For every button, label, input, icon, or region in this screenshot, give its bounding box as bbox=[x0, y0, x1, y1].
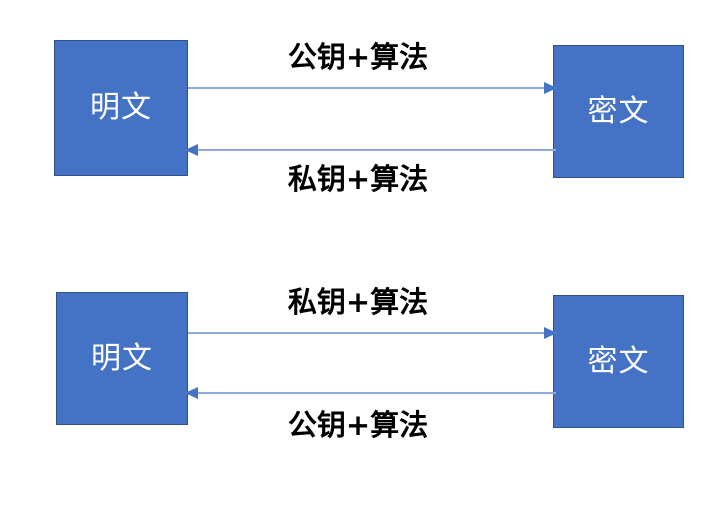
arrow-head-right-icon bbox=[544, 82, 557, 94]
arrow-verify-bottom[interactable] bbox=[185, 387, 556, 399]
arrow-shaft bbox=[186, 392, 556, 394]
arrow-decrypt-top[interactable] bbox=[185, 144, 556, 156]
node-plaintext-bottom[interactable]: 明文 bbox=[56, 292, 188, 425]
node-ciphertext-bottom-label: 密文 bbox=[587, 343, 650, 379]
node-ciphertext-top[interactable]: 密文 bbox=[553, 45, 684, 178]
edge-label-encrypt-top: 公钥+算法 bbox=[287, 40, 429, 74]
edge-label-verify-bottom: 公钥+算法 bbox=[287, 408, 429, 442]
arrow-head-right-icon bbox=[544, 327, 557, 339]
arrow-shaft bbox=[188, 87, 556, 89]
arrow-sign-bottom[interactable] bbox=[188, 327, 557, 339]
arrow-shaft bbox=[186, 149, 556, 151]
edge-label-decrypt-top: 私钥+算法 bbox=[287, 162, 429, 196]
arrow-head-left-icon bbox=[185, 144, 198, 156]
node-plaintext-bottom-label: 明文 bbox=[91, 340, 153, 376]
arrow-shaft bbox=[188, 332, 556, 334]
node-plaintext-top[interactable]: 明文 bbox=[54, 40, 188, 176]
node-plaintext-top-label: 明文 bbox=[90, 90, 152, 125]
node-ciphertext-top-label: 密文 bbox=[587, 93, 650, 129]
edge-label-sign-bottom: 私钥+算法 bbox=[287, 285, 429, 319]
arrow-head-left-icon bbox=[185, 387, 198, 399]
node-ciphertext-bottom[interactable]: 密文 bbox=[553, 295, 684, 428]
arrow-encrypt-top[interactable] bbox=[188, 82, 557, 94]
